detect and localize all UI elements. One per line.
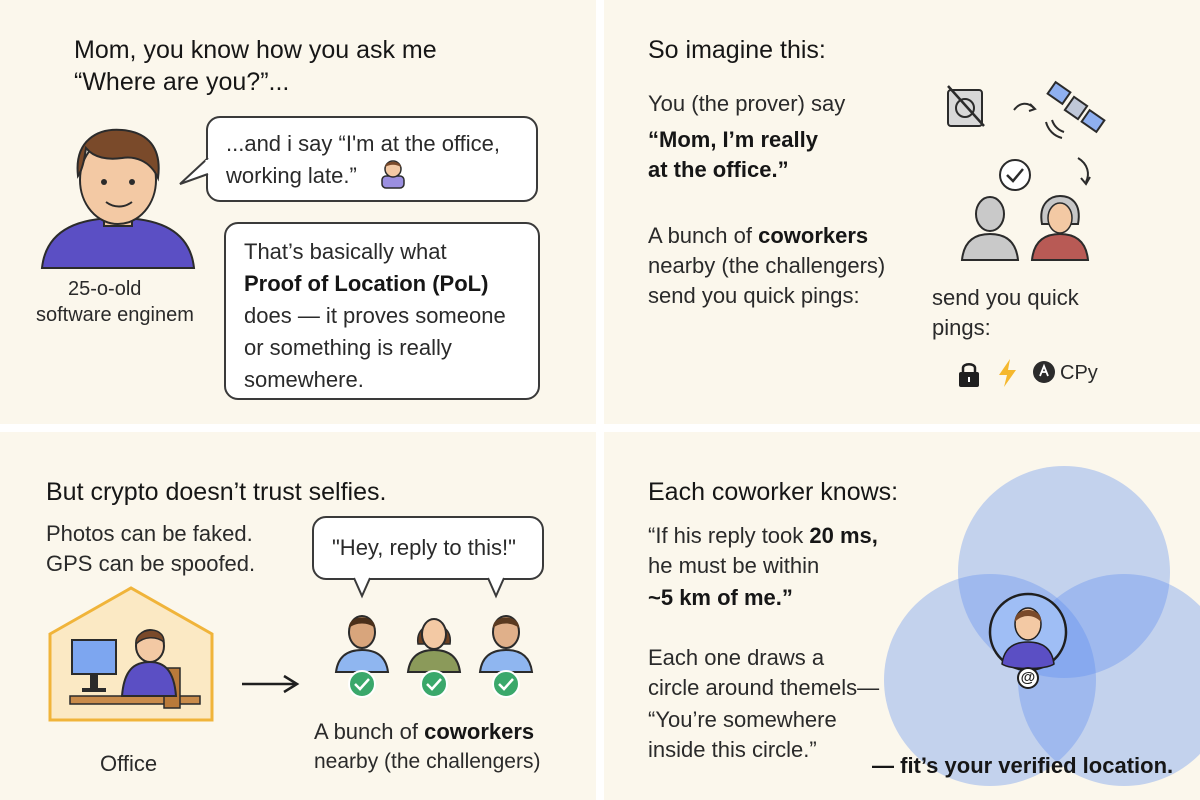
avatar-caption-line1: 25-o-old xyxy=(68,278,142,300)
coworkers-line1-pre: A bunch of xyxy=(648,223,759,248)
panel4-title: Each coworker knows: xyxy=(648,478,899,506)
small-person-emoji-icon xyxy=(381,160,405,189)
coworkers-line3: send you quick pings: xyxy=(648,283,860,308)
person-silhouette-icon xyxy=(960,196,1020,261)
right-arrow-icon xyxy=(242,674,300,694)
fake-line2: GPS can be spoofed. xyxy=(46,551,256,576)
engineer-avatar-icon xyxy=(40,128,196,269)
box-line5: somewhere. xyxy=(244,367,364,392)
draw-line2: circle around themels— xyxy=(648,675,880,700)
avatar-caption-line2: software enginem xyxy=(36,304,194,326)
p3-coworkers-line1: A bunch of coworkers xyxy=(314,716,534,747)
curved-arrow-icon xyxy=(1013,102,1037,112)
quote-line2: at the office.” xyxy=(648,157,789,182)
draw-line4: inside this circle.” xyxy=(648,737,817,762)
coworker-avatar-1 xyxy=(334,615,390,698)
coworkers-line2: nearby (the challengers) xyxy=(648,253,886,278)
no-photo-icon xyxy=(947,85,985,127)
verified-person-pin-icon xyxy=(988,592,1068,689)
pol-explanation-box: That’s basically what Proof of Location … xyxy=(224,222,540,400)
arrow-down-icon xyxy=(1077,157,1091,186)
office-label: Office xyxy=(100,751,158,776)
side-line2: pings: xyxy=(932,315,991,340)
panel-crypto-selfies: But crypto doesn’t trust selfies. Photos… xyxy=(0,432,596,800)
box-line4: or something is really xyxy=(244,335,452,360)
panel2-title: So imagine this: xyxy=(648,36,826,64)
speech-bubble-office: ...and i say “I'm at the office, working… xyxy=(206,116,538,202)
icon-label-cpy: CPy xyxy=(1060,362,1098,384)
fake-line1: Photos can be faked. xyxy=(46,521,253,546)
p3-coworkers-line2: nearby (the challengers) xyxy=(314,750,541,773)
office-house-icon xyxy=(48,586,214,722)
lightning-bolt-icon xyxy=(999,359,1016,387)
panel3-title: But crypto doesn’t trust selfies. xyxy=(46,478,387,506)
p3-coworkers-pre: A bunch of xyxy=(314,719,425,744)
box-line3: does — it proves someone xyxy=(244,303,506,328)
panel-mom-question: Mom, you know how you ask me “Where are … xyxy=(0,0,596,424)
token-coin-icon xyxy=(1033,361,1055,383)
bubble-tail-right xyxy=(487,576,505,599)
q-line3: ~5 km of me.” xyxy=(648,585,793,610)
verified-location-text: — fit’s your verified location. xyxy=(872,753,1174,778)
satellite-icon xyxy=(1045,80,1106,139)
panel1-title-line2: “Where are you?”... xyxy=(74,68,290,96)
panel1-title-line1: Mom, you know how you ask me xyxy=(74,36,437,64)
panel-imagine-this: So imagine this: You (the prover) say “M… xyxy=(604,0,1200,424)
q-line1: “If his reply took 20 ms, xyxy=(648,520,878,551)
lock-icon xyxy=(959,363,979,387)
bubble-line1: ...and i say “I'm at the office, xyxy=(226,131,501,156)
speech-bubble-tail xyxy=(179,157,209,185)
p3-coworkers-bold: coworkers xyxy=(424,719,535,744)
check-circle-icon xyxy=(999,159,1031,191)
coworkers-line1: A bunch of coworkers xyxy=(648,220,868,251)
box-line1: That’s basically what xyxy=(244,239,447,264)
draw-line3: “You’re somewhere xyxy=(648,707,837,732)
coworker-avatar-2 xyxy=(406,618,462,698)
panel-each-coworker: @ Each coworker knows: “If his reply too… xyxy=(604,432,1200,800)
mom-avatar-icon xyxy=(1030,194,1090,261)
q-line1-bold: 20 ms, xyxy=(809,523,878,548)
bubble-tail-left xyxy=(353,576,371,599)
draw-line1: Each one draws a xyxy=(648,645,825,670)
coworker-avatar-3 xyxy=(478,615,534,698)
pin-symbol: @ xyxy=(1020,669,1036,686)
speech-bubble-reply: "Hey, reply to this!" xyxy=(312,516,544,580)
quote-line1: “Mom, I’m really xyxy=(648,127,818,152)
bubble-line2: working late.” xyxy=(226,163,357,188)
side-line1: send you quick xyxy=(932,285,1079,310)
coworkers-bold: coworkers xyxy=(758,223,869,248)
prover-line: You (the prover) say xyxy=(648,91,846,116)
q-line1-pre: “If his reply took xyxy=(648,523,810,548)
reply-bubble-text: "Hey, reply to this!" xyxy=(332,535,516,560)
q-line2: he must be within xyxy=(648,553,820,578)
box-line2-pol: Proof of Location (PoL) xyxy=(244,271,489,296)
